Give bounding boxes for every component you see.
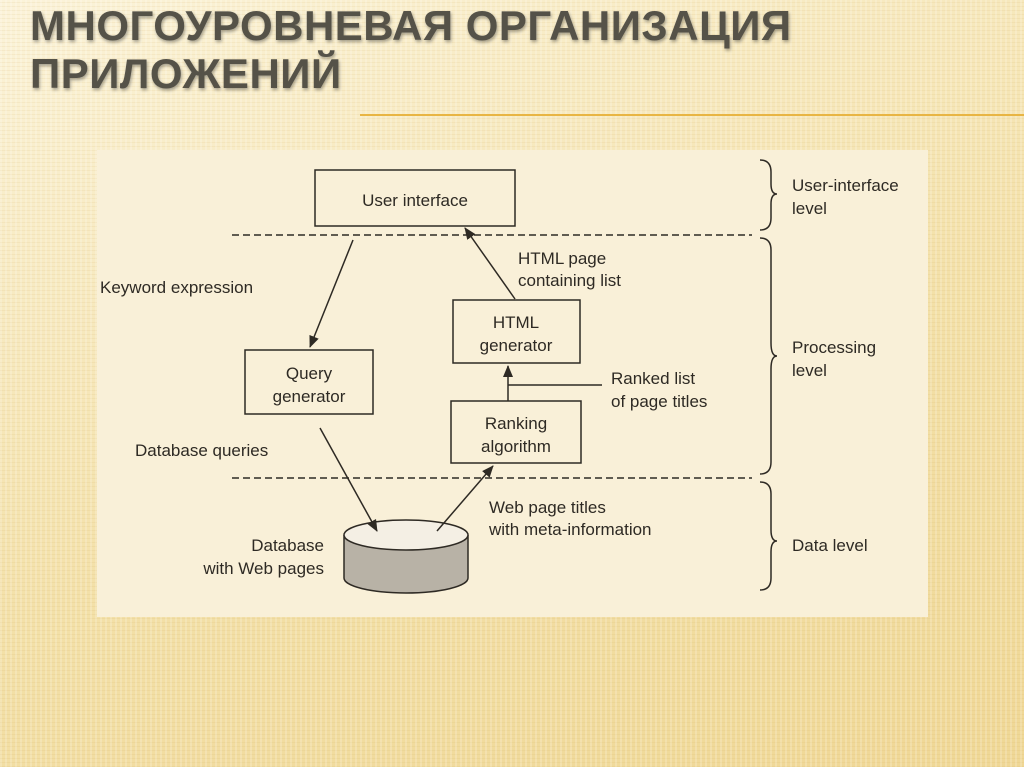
label-ranked-list: Ranked list xyxy=(611,369,695,388)
label-user-interface-level: User-interface xyxy=(792,176,899,195)
label-processing-level-2: level xyxy=(792,361,827,380)
brace-user-interface-level xyxy=(759,159,778,231)
node-html-generator: HTML generator xyxy=(452,299,581,364)
diagram-panel: User-interface level Processing level Da… xyxy=(97,150,928,617)
title-underline-rule xyxy=(360,114,1024,116)
arrow-html-generator-to-ui xyxy=(464,227,516,300)
label-web-page-titles: Web page titles xyxy=(489,498,606,517)
arrow-query-generator-to-database xyxy=(319,427,378,532)
label-processing-level: Processing xyxy=(792,338,876,357)
slide-title-line-1: МНОГОУРОВНЕВАЯ ОРГАНИЗАЦИЯ xyxy=(30,2,792,49)
node-user-interface: User interface xyxy=(314,169,516,227)
architecture-diagram: User-interface level Processing level Da… xyxy=(100,159,899,594)
svg-text:generator: generator xyxy=(480,336,553,355)
arrow-ui-to-query-generator xyxy=(309,239,354,348)
svg-text:HTML: HTML xyxy=(493,313,539,332)
svg-text:Ranking: Ranking xyxy=(485,414,547,433)
label-html-page-list: HTML page xyxy=(518,249,606,268)
brace-data-level xyxy=(759,481,778,591)
label-ranked-list-2: of page titles xyxy=(611,392,707,411)
label-data-level: Data level xyxy=(792,536,868,555)
label-user-interface-level-2: level xyxy=(792,199,827,218)
slide-title-line-2: ПРИЛОЖЕНИЙ xyxy=(30,50,342,97)
label-web-page-titles-2: with meta-information xyxy=(488,520,652,539)
label-keyword-expression: Keyword expression xyxy=(100,278,253,297)
svg-text:Query: Query xyxy=(286,364,333,383)
node-ranking-algorithm: Ranking algorithm xyxy=(450,400,582,464)
node-query-generator: Query generator xyxy=(244,349,374,415)
svg-text:generator: generator xyxy=(273,387,346,406)
node-database-cylinder xyxy=(343,519,469,594)
label-database-queries: Database queries xyxy=(135,441,268,460)
label-html-page-list-2: containing list xyxy=(518,271,621,290)
label-database-2: with Web pages xyxy=(202,559,324,578)
slide-title: МНОГОУРОВНЕВАЯ ОРГАНИЗАЦИЯ ПРИЛОЖЕНИЙ xyxy=(30,0,1024,118)
arrow-database-to-ranking xyxy=(436,465,494,532)
brace-processing-level xyxy=(759,237,778,475)
label-database: Database xyxy=(251,536,324,555)
svg-text:User interface: User interface xyxy=(362,191,468,210)
svg-text:algorithm: algorithm xyxy=(481,437,551,456)
